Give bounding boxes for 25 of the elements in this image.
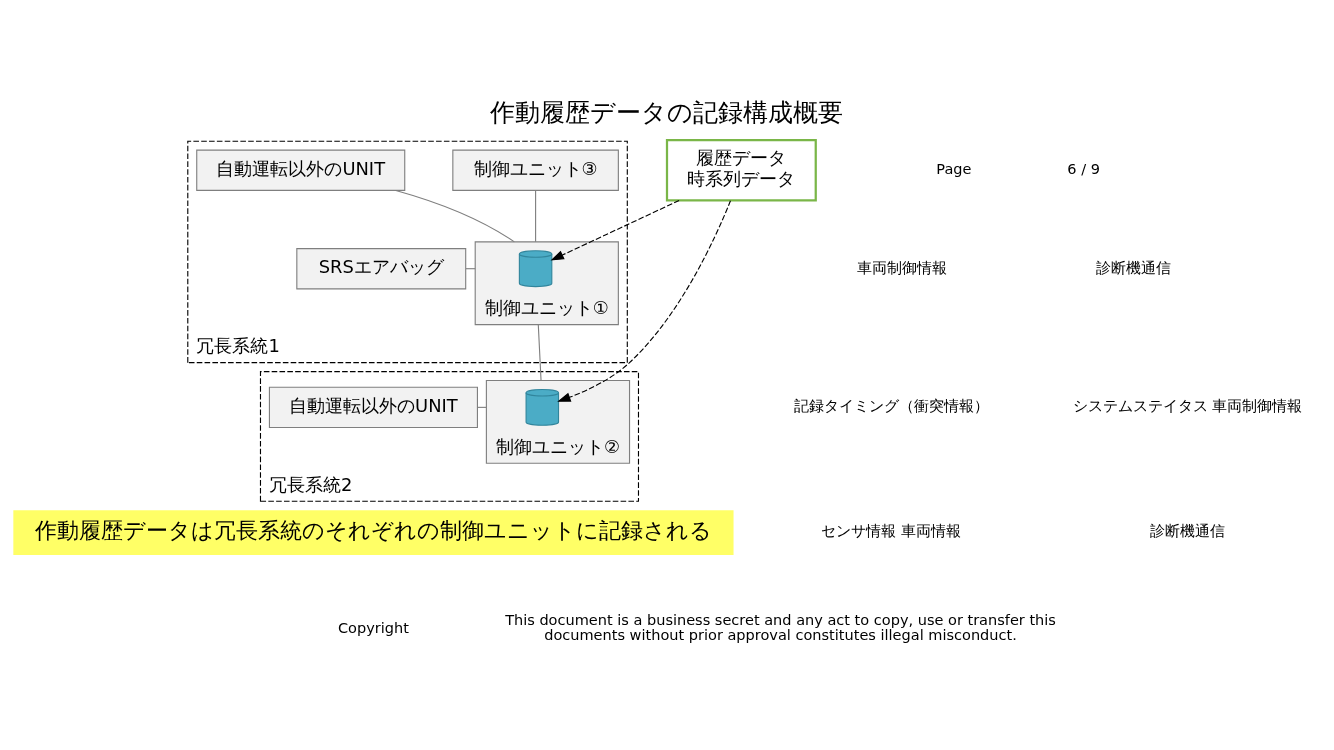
connector: [465, 267, 476, 269]
cluster: 制御ユニット①: [474, 240, 619, 325]
node-box: 履歴データ 時系列データ: [665, 138, 817, 202]
arrow: [550, 199, 680, 261]
label: 車両制御情報: [857, 259, 948, 275]
node-box: 制御ユニット③: [452, 149, 619, 191]
label: This document is a business secret and any act to copy, use or transfer this documents without prior approval constitutes illegal misconduct.: [505, 611, 1056, 643]
label: Copyright: [337, 619, 409, 636]
cluster: 制御ユニット②: [485, 379, 631, 464]
node-box: SRSエアバッグ: [296, 247, 467, 289]
arrow: [557, 199, 732, 402]
label: Page: [936, 160, 972, 177]
label: 診断機通信: [1150, 522, 1226, 539]
connector: [535, 189, 537, 242]
connector: [537, 323, 542, 381]
node-box: 自動運転以外のUNIT: [268, 386, 478, 428]
label: センサ情報 車両情報: [821, 522, 962, 539]
label: 作動履歴データは冗長系統のそれぞれの制御ユニットに記録される: [34, 516, 712, 543]
connector: [395, 189, 515, 242]
diagram-title: 作動履歴データの記録構成概要: [490, 97, 844, 127]
node-box: 自動運転以外のUNIT: [196, 149, 406, 191]
label: 記録タイミング（衝突情報）: [793, 397, 989, 414]
label: 6 / 9: [1067, 160, 1100, 177]
label: システムステイタス 車両制御情報: [1072, 397, 1303, 414]
label: 診断機通信: [1096, 259, 1172, 275]
